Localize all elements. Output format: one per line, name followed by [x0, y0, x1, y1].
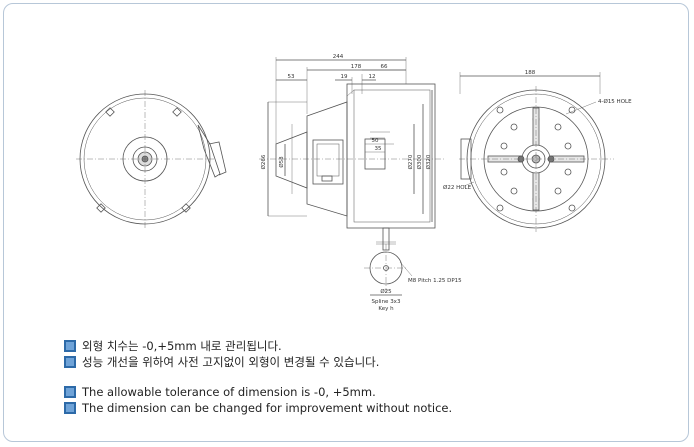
dim-phi266: Ø266	[260, 154, 267, 169]
square-bullet-icon	[64, 340, 76, 352]
dim-phi320: Ø320	[425, 154, 432, 169]
dim-66: 66	[381, 64, 388, 70]
dim-35: 35	[375, 146, 382, 152]
dim-hole-left: Ø22 HOLE	[443, 184, 472, 191]
note-text: The allowable tolerance of dimension is …	[82, 385, 376, 399]
right-rear-view	[459, 72, 614, 232]
dim-19: 19	[341, 74, 348, 80]
shaft-detail-view	[364, 241, 413, 296]
dim-overall-length: 244	[333, 54, 344, 60]
note-text: 외형 치수는 -0,+5mm 내로 관리됩니다.	[82, 339, 282, 353]
dim-188: 188	[525, 70, 536, 76]
dim-50: 50	[372, 138, 379, 144]
dim-phi300: Ø300	[416, 154, 423, 169]
note-korean-change: 성능 개선을 위하여 사전 고지없이 외형이 변경될 수 있습니다.	[64, 355, 379, 369]
dim-shaft-dia: Ø25	[380, 288, 392, 295]
note-english-change: The dimension can be changed for improve…	[64, 401, 452, 415]
technical-drawing: 244 178 53 19 12 66 50 35 188 Ø266 Ø58 Ø…	[76, 54, 632, 312]
note-korean-tolerance: 외형 치수는 -0,+5mm 내로 관리됩니다.	[64, 339, 282, 353]
middle-side-view	[259, 57, 444, 251]
square-bullet-icon	[64, 386, 76, 398]
dim-53: 53	[288, 74, 295, 80]
square-bullet-icon	[64, 402, 76, 414]
square-bullet-icon	[64, 356, 76, 368]
dim-178: 178	[351, 64, 362, 70]
dim-keyway-2: Key h	[378, 306, 394, 312]
dim-shaft-bolt: M8 Pitch 1.25 DP15	[408, 278, 462, 284]
figure-frame: 244 178 53 19 12 66 50 35 188 Ø266 Ø58 Ø…	[3, 3, 689, 442]
note-english-tolerance: The allowable tolerance of dimension is …	[64, 385, 376, 399]
dim-phi270: Ø270	[407, 154, 414, 169]
dim-12: 12	[369, 74, 376, 80]
left-front-view	[76, 90, 227, 228]
note-text: 성능 개선을 위하여 사전 고지없이 외형이 변경될 수 있습니다.	[82, 355, 380, 369]
dim-keyway-1: Spline 3x3	[372, 299, 401, 305]
note-text: The dimension can be changed for improve…	[82, 401, 453, 415]
dim-phi58: Ø58	[278, 156, 285, 168]
dim-hole-top: 4-Ø15 HOLE	[598, 98, 632, 105]
